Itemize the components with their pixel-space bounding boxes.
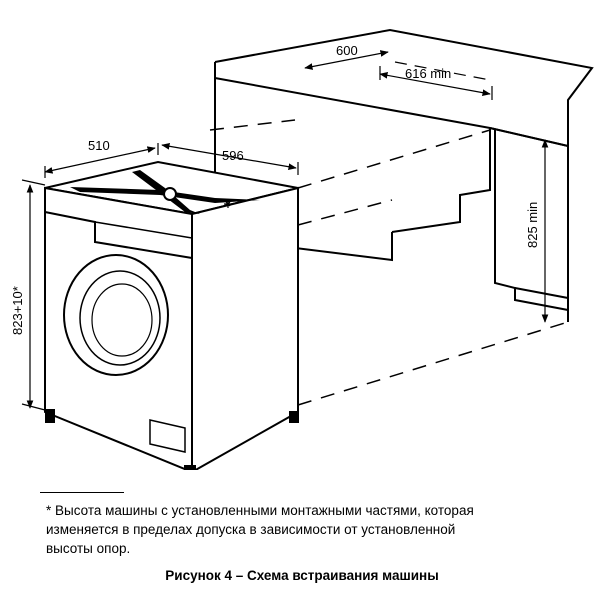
washing-machine xyxy=(44,160,299,470)
footnote-line: * Высота машины с установленными монтажн… xyxy=(46,503,474,518)
dim-600-label: 600 xyxy=(336,43,358,58)
dim-825-label: 825 min xyxy=(525,202,540,248)
transport-brace xyxy=(70,170,260,214)
guide-lines xyxy=(209,119,569,406)
dim-823-label: 823+10* xyxy=(10,286,25,335)
figure-title: Рисунок 4 – Схема встраивания машины xyxy=(165,568,439,583)
dimension-lines xyxy=(21,50,549,411)
footnote-line: изменяется в пределах допуска в зависимо… xyxy=(46,522,456,537)
caption: * Высота машины с установленными монтажн… xyxy=(0,492,604,591)
dim-596-label: 596 xyxy=(222,148,244,163)
installation-diagram: 510 596 600 616 min 825 min 823+10* xyxy=(10,28,594,470)
dim-510-label: 510 xyxy=(88,138,110,153)
footnote: * Высота машины с установленными монтажн… xyxy=(46,501,576,558)
footnote-line: высоты опор. xyxy=(46,541,131,556)
footnote-separator xyxy=(40,492,124,493)
dim-616-label: 616 min xyxy=(405,66,451,81)
